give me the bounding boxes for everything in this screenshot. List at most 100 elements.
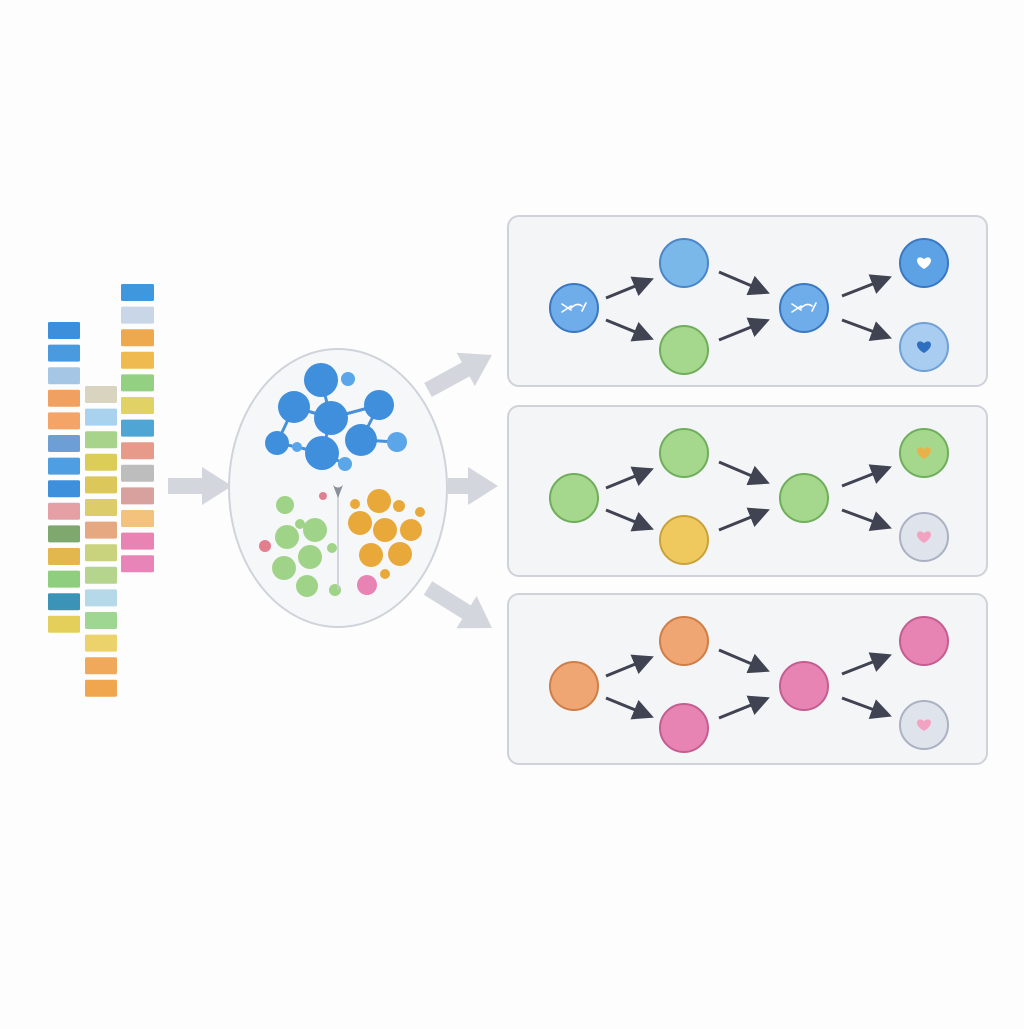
data-cell <box>85 589 117 607</box>
cluster-node-orange <box>393 500 405 512</box>
pipeline-panel <box>507 405 988 577</box>
data-cell <box>48 322 80 339</box>
cluster-node-green <box>295 519 305 529</box>
heart-icon <box>917 719 931 732</box>
data-cell <box>85 408 117 426</box>
cluster-node-pink <box>319 492 327 500</box>
cluster-node-orange <box>380 569 390 579</box>
data-cell <box>85 544 117 562</box>
pipeline-green <box>507 405 988 577</box>
data-cell <box>121 532 154 550</box>
data-cell <box>48 412 80 430</box>
arrow-to-cluster <box>168 467 232 505</box>
arrow-to-pipeline-blue <box>424 352 492 398</box>
pipeline-node-upper <box>659 616 709 666</box>
data-cell <box>85 679 117 697</box>
pipeline-node-merge <box>779 661 829 711</box>
cluster-node-pink <box>259 540 271 552</box>
bow-icon <box>561 302 587 313</box>
edge-arrow <box>605 276 654 300</box>
data-cell <box>48 435 80 452</box>
cluster-node-blue <box>305 436 339 470</box>
data-cell <box>48 367 80 385</box>
heart-icon <box>917 341 931 354</box>
pipeline-panels <box>507 215 988 765</box>
cluster-node-blue <box>278 391 310 423</box>
cluster-node-orange <box>350 499 360 509</box>
data-cell <box>48 457 80 475</box>
edge-arrow <box>718 317 770 342</box>
pipeline-node-merge <box>779 473 829 523</box>
pipeline-node-input <box>549 661 599 711</box>
edge-arrow <box>718 460 770 486</box>
cluster-node-blue <box>265 431 289 455</box>
data-cell <box>48 570 80 588</box>
data-cell <box>121 351 154 369</box>
data-cell <box>121 419 154 437</box>
cluster-node-blue <box>304 363 338 397</box>
cluster-node-orange <box>415 507 425 517</box>
pipeline-node-lower <box>659 703 709 753</box>
bow-icon <box>791 302 817 313</box>
input-data-stacks <box>48 284 154 697</box>
edge-arrow <box>841 464 892 488</box>
cluster-node-green <box>298 545 322 569</box>
cluster-node-green <box>272 556 296 580</box>
cluster-node-orange <box>348 511 372 535</box>
heart-icon <box>917 257 931 270</box>
data-cell <box>121 464 154 482</box>
pipeline-node-upper <box>659 238 709 288</box>
pipeline-node-input <box>549 283 599 333</box>
edge-arrow <box>841 696 892 720</box>
pipeline-node-merge <box>779 283 829 333</box>
cluster-node-orange <box>367 489 391 513</box>
edge-arrow <box>718 695 770 720</box>
cluster-pin <box>333 485 343 498</box>
pipeline-orange <box>507 593 988 765</box>
data-cell <box>48 615 80 633</box>
cluster-node-green <box>296 575 318 597</box>
pipeline-node-lower <box>659 325 709 375</box>
cluster-node-green <box>329 584 341 596</box>
data-cell <box>85 499 117 516</box>
edge-arrow <box>605 318 654 342</box>
pipeline-node-out-upper <box>899 616 949 666</box>
edge-arrow <box>605 466 654 490</box>
stack-middle <box>85 386 117 697</box>
pipeline-node-upper <box>659 428 709 478</box>
cluster-node-orange <box>388 542 412 566</box>
cluster-node-orange <box>373 518 397 542</box>
data-cell <box>48 480 80 498</box>
cluster-node-green <box>327 543 337 553</box>
data-cell <box>48 344 80 362</box>
data-cell <box>85 566 117 584</box>
pipeline-node-lower <box>659 515 709 565</box>
edge-arrow <box>718 270 770 296</box>
edge-arrow <box>718 507 770 532</box>
stack-left <box>48 322 80 633</box>
stack-right <box>121 284 154 573</box>
data-cell <box>85 431 117 449</box>
data-cell <box>121 487 154 505</box>
cluster-node-blue <box>387 432 407 452</box>
data-cell <box>121 555 154 573</box>
flow-arrows <box>168 352 498 629</box>
arrow-to-pipeline-green <box>448 467 498 505</box>
cluster-node-blue <box>338 457 352 471</box>
data-cell <box>121 306 154 324</box>
data-cell <box>85 453 117 471</box>
data-cell <box>48 525 80 543</box>
data-cell <box>85 634 117 652</box>
edge-arrow <box>605 508 654 532</box>
heart-icon <box>917 447 931 460</box>
heart-icon <box>917 531 931 544</box>
pipeline-panel <box>507 215 988 387</box>
data-cell <box>121 442 154 460</box>
edge-arrow <box>841 652 892 676</box>
data-cell <box>48 389 80 407</box>
data-cell <box>121 374 154 392</box>
cluster-node-orange <box>359 543 383 567</box>
cluster-node-green <box>275 525 299 549</box>
